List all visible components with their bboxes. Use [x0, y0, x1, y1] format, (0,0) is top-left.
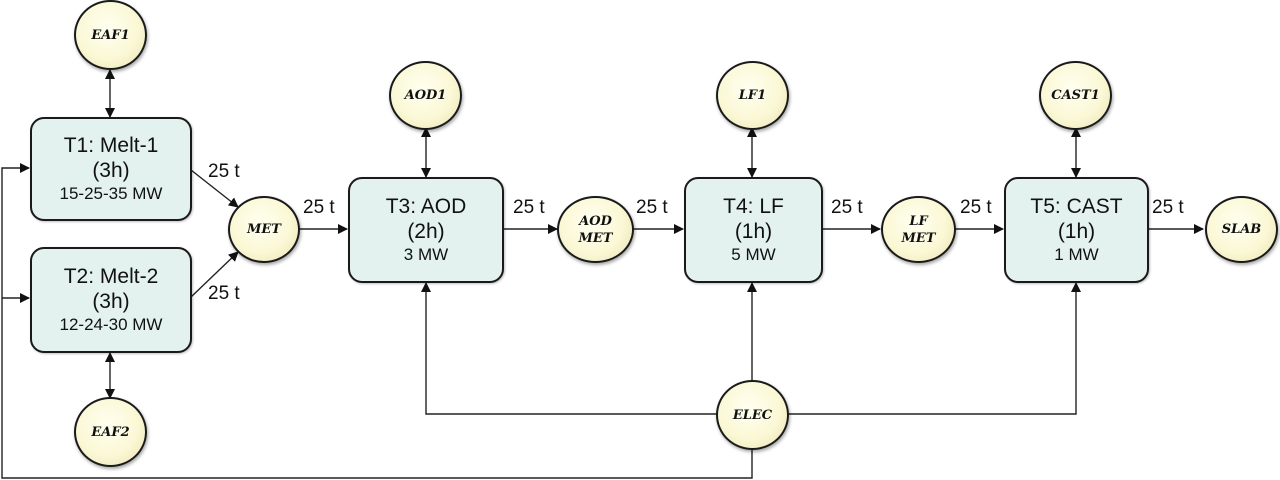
material-aod-met: AOD MET: [557, 196, 634, 263]
flow-label-t3-aodmet: 25 t: [513, 197, 545, 218]
t1-met-arrow: [190, 169, 239, 208]
elec-t5-feed: [788, 282, 1081, 415]
task-t2-title: T2: Melt-2: [63, 265, 159, 288]
flow-label-met-t3: 25 t: [303, 197, 335, 218]
material-lf-met-line1: LF: [909, 213, 928, 229]
flow-label-t4-lfmet: 25 t: [831, 197, 863, 218]
task-t3-power: 3 MW: [403, 245, 449, 264]
task-t2-duration: (3h): [92, 290, 130, 313]
task-t2-power: 12-24-30 MW: [59, 315, 163, 334]
task-t5-duration: (1h): [1057, 220, 1096, 243]
task-t3-duration: (2h): [407, 220, 445, 243]
flow-label-t5-slab: 25 t: [1152, 197, 1184, 218]
resource-eaf1-label: EAF1: [91, 27, 130, 43]
flow-label-t1-met: 25 t: [208, 161, 240, 182]
task-t3-title: T3: AOD: [385, 195, 467, 218]
task-t4-title: T4: LF: [723, 195, 784, 218]
material-slab-label: SLAB: [1221, 222, 1262, 237]
resource-eaf2-label: EAF2: [91, 424, 130, 440]
task-t4-duration: (1h): [734, 220, 773, 243]
task-t4-power: 5 MW: [731, 245, 776, 264]
material-slab: SLAB: [1205, 196, 1278, 263]
task-t1-power: 15-25-35 MW: [59, 184, 163, 203]
task-t5-title: T5: CAST: [1030, 195, 1123, 218]
material-aod-met-line1: AOD: [579, 213, 612, 229]
material-lf-met-line2: MET: [901, 230, 936, 246]
task-t4: T4: LF (1h) 5 MW: [684, 177, 823, 283]
resource-eaf2: EAF2: [74, 397, 147, 467]
material-lf-met: LF MET: [881, 196, 956, 263]
flow-label-aodmet-t4: 25 t: [636, 197, 668, 218]
task-t5: T5: CAST (1h) 1 MW: [1004, 177, 1149, 283]
material-aod-met-line2: MET: [578, 230, 613, 246]
task-t1: T1: Melt-1 (3h) 15-25-35 MW: [30, 117, 192, 221]
elec-t3-feed: [421, 282, 718, 415]
resource-cast1: CAST1: [1039, 61, 1112, 130]
t2-met-arrow: [190, 251, 239, 298]
task-t3: T3: AOD (2h) 3 MW: [348, 177, 504, 283]
flow-label-lfmet-t5: 25 t: [960, 197, 992, 218]
task-t1-title: T1: Melt-1: [63, 134, 159, 157]
flow-label-t2-met: 25 t: [208, 283, 240, 304]
material-met-label: MET: [247, 222, 281, 237]
resource-elec: ELEC: [716, 380, 789, 450]
material-met: MET: [228, 196, 300, 263]
resource-eaf1: EAF1: [74, 0, 147, 70]
resource-cast1-label: CAST1: [1051, 88, 1100, 103]
resource-aod1-label: AOD1: [404, 88, 447, 103]
resource-lf1-label: LF1: [738, 88, 767, 103]
task-t5-power: 1 MW: [1054, 245, 1099, 264]
task-t2: T2: Melt-2 (3h) 12-24-30 MW: [30, 247, 192, 353]
elec-t1-t2-feed: [1, 163, 753, 479]
resource-elec-label: ELEC: [732, 407, 773, 423]
resource-aod1: AOD1: [389, 61, 462, 130]
task-t1-duration: (3h): [92, 159, 130, 182]
resource-lf1: LF1: [716, 61, 789, 130]
